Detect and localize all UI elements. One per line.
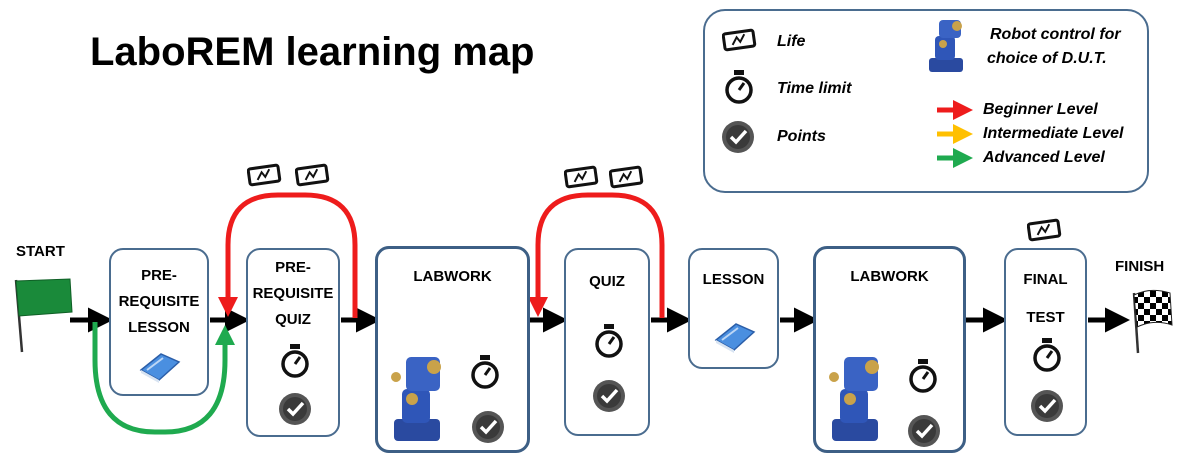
step-lesson[interactable]: LESSON — [688, 248, 779, 369]
legend-robot-line2: choice of D.U.T. — [987, 50, 1107, 67]
prereq-lesson-line3: LESSON — [128, 319, 190, 336]
stopwatch-icon — [725, 70, 753, 104]
step-labwork-2[interactable]: LABWORK — [813, 246, 966, 453]
labwork2-label: LABWORK — [850, 268, 929, 285]
step-labwork-1[interactable]: LABWORK — [375, 246, 530, 453]
prereq-lesson-line2: REQUISITE — [118, 293, 200, 310]
points-check-icon — [908, 415, 940, 447]
stopwatch-icon — [1033, 338, 1061, 372]
life-battery-icon — [1027, 218, 1062, 242]
finish-label: FINISH — [1115, 258, 1165, 275]
life-battery-icon — [295, 163, 330, 187]
robot-icon — [929, 20, 963, 72]
points-check-icon — [279, 393, 311, 425]
legend-beginner-label: Beginner Level — [983, 101, 1098, 118]
legend-advanced-label: Advanced Level — [983, 149, 1105, 166]
prereq-quiz-line1: PRE- — [275, 259, 311, 276]
lesson-label: LESSON — [702, 271, 765, 288]
robot-icon — [829, 357, 879, 441]
points-check-icon — [1031, 390, 1063, 422]
life-battery-icon — [722, 28, 757, 52]
red-loop-quiz — [528, 192, 665, 318]
final-test-line2: TEST — [1026, 309, 1065, 326]
checkered-flag-icon — [1132, 289, 1173, 354]
life-battery-icon — [247, 163, 282, 187]
stopwatch-icon — [909, 359, 937, 393]
prereq-lesson-line1: PRE- — [141, 267, 177, 284]
step-prereq-lesson[interactable]: PRE- REQUISITE LESSON — [109, 248, 209, 396]
quiz-label: QUIZ — [589, 273, 625, 290]
legend-points-label: Points — [777, 128, 826, 145]
labwork1-label: LABWORK — [413, 268, 492, 285]
life-battery-icon — [609, 165, 644, 189]
book-icon — [714, 323, 756, 353]
stopwatch-icon — [471, 355, 499, 389]
prereq-quiz-line3: QUIZ — [275, 311, 311, 328]
stopwatch-icon — [281, 344, 309, 378]
step-quiz[interactable]: QUIZ — [564, 248, 650, 436]
points-check-icon — [472, 411, 504, 443]
final-test-line1: FINAL — [1023, 271, 1068, 288]
legend-life-label: Life — [777, 33, 806, 50]
legend-robot-line1: Robot control for — [990, 26, 1121, 43]
step-prereq-quiz[interactable]: PRE- REQUISITE QUIZ — [246, 248, 340, 437]
book-icon — [139, 353, 181, 383]
robot-icon — [391, 357, 441, 441]
prereq-quiz-line2: REQUISITE — [252, 285, 334, 302]
life-battery-icon — [564, 165, 599, 189]
step-final-test[interactable]: FINAL TEST — [1004, 248, 1087, 436]
points-check-icon — [593, 380, 625, 412]
start-label: START — [16, 243, 65, 260]
legend-intermediate-label: Intermediate Level — [983, 125, 1124, 142]
page-title: LaboREM learning map — [90, 30, 535, 74]
stopwatch-icon — [595, 324, 623, 358]
points-check-icon — [722, 121, 754, 153]
green-bypass-prereq-lesson — [92, 322, 235, 435]
red-loop-prereq-quiz — [218, 192, 358, 318]
legend-time-limit-label: Time limit — [777, 80, 852, 97]
green-flag-icon — [14, 278, 73, 353]
legend-panel — [703, 9, 1149, 193]
